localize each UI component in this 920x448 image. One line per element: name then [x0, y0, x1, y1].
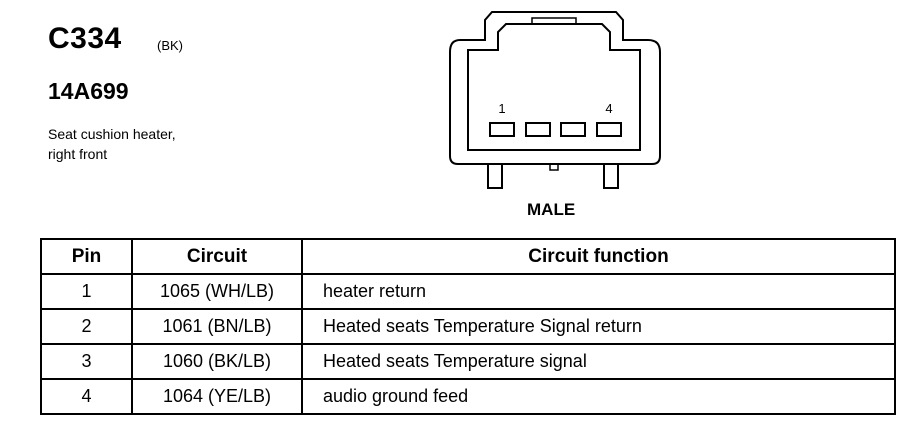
connector-housing-inner	[467, 23, 641, 151]
pin-cell: 3	[40, 343, 133, 380]
pin-cell: 1	[40, 273, 133, 310]
circuit-cell: 1061 (BN/LB)	[131, 308, 303, 345]
function-cell: audio ground feed	[301, 378, 896, 415]
table-row: 1 1065 (WH/LB) heater return	[40, 273, 896, 310]
circuit-cell: 1064 (YE/LB)	[131, 378, 303, 415]
function-cell: Heated seats Temperature signal	[301, 343, 896, 380]
table-row: 2 1061 (BN/LB) Heated seats Temperature …	[40, 308, 896, 345]
pin-cell: 4	[40, 378, 133, 415]
table-row: 3 1060 (BK/LB) Heated seats Temperature …	[40, 343, 896, 380]
pin-label-last: 4	[605, 101, 612, 116]
table-header-row: Pin Circuit Circuit function	[40, 238, 896, 275]
pin-cavity-2	[525, 122, 551, 137]
connector-id: C334	[48, 22, 122, 55]
connector-top-notch	[531, 17, 577, 24]
connector-color: (BK)	[157, 38, 183, 53]
connector-right-latch	[603, 164, 619, 189]
circuit-cell: 1060 (BK/LB)	[131, 343, 303, 380]
function-cell: heater return	[301, 273, 896, 310]
description-line-2: right front	[48, 146, 108, 162]
connector-housing-outer	[449, 11, 661, 165]
pin-cavity-1	[489, 122, 515, 137]
description-line-1: Seat cushion heater,	[48, 126, 176, 142]
pin-cavity-3	[560, 122, 586, 137]
connector-left-latch	[487, 164, 503, 189]
pinout-table: Pin Circuit Circuit function 1 1065 (WH/…	[40, 238, 896, 415]
pin-cavity-4	[596, 122, 622, 137]
connector-center-key	[549, 164, 559, 171]
header-circuit: Circuit	[131, 238, 303, 275]
gender-label: MALE	[527, 200, 576, 219]
connector-description: Seat cushion heater, right front	[48, 124, 248, 164]
function-cell: Heated seats Temperature Signal return	[301, 308, 896, 345]
table-row: 4 1064 (YE/LB) audio ground feed	[40, 378, 896, 415]
pin-label-first: 1	[498, 101, 505, 116]
part-number: 14A699	[48, 78, 129, 104]
pin-cell: 2	[40, 308, 133, 345]
connector-face-diagram: 1 4	[449, 11, 661, 189]
header-circuit-function: Circuit function	[301, 238, 896, 275]
circuit-cell: 1065 (WH/LB)	[131, 273, 303, 310]
header-pin: Pin	[40, 238, 133, 275]
